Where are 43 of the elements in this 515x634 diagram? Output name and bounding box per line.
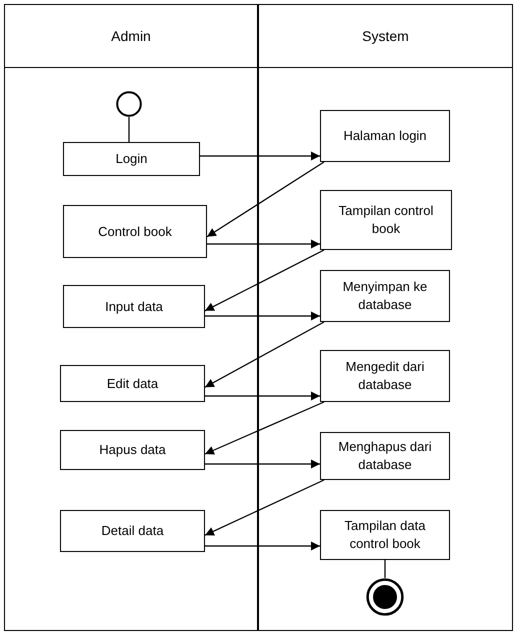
activity-box: [60, 365, 205, 402]
activity-label: Detail data: [101, 522, 164, 540]
activity-label: Login: [116, 150, 148, 168]
activity-box: [320, 510, 450, 560]
arrow: [204, 321, 324, 388]
connector-line: [128, 117, 130, 142]
activity-label: Input data: [105, 298, 163, 316]
activity-box: [320, 110, 450, 162]
activity-box: [63, 285, 205, 328]
arrow: [206, 162, 324, 238]
arrow: [204, 401, 324, 455]
activity-label: Control book: [98, 222, 172, 240]
arrow: [204, 249, 324, 312]
activity-box: [63, 205, 207, 258]
arrow: [205, 460, 320, 468]
arrow: [200, 152, 320, 160]
activity-label: Menghapus dari database: [337, 438, 433, 474]
activity-box: [320, 350, 450, 402]
connector-line: [384, 560, 386, 578]
activity-box: [320, 270, 450, 322]
arrow: [204, 479, 324, 536]
swimlane: [4, 4, 258, 631]
activity-label: Tampilan data control book: [344, 517, 426, 553]
swimlane: [258, 4, 513, 631]
end-bullseye: [366, 578, 404, 616]
activity-label: Tampilan control book: [338, 202, 434, 238]
activity-box: [320, 432, 450, 480]
activity-label: Mengedit dari database: [344, 358, 426, 394]
activity-label: Hapus data: [99, 441, 166, 459]
activity-label: Halaman login: [343, 127, 427, 145]
activity-box: [320, 190, 452, 250]
activity-label: Edit data: [106, 374, 158, 392]
lane-header: Admin: [5, 5, 257, 68]
start-circle: [116, 91, 142, 117]
arrow: [205, 312, 320, 320]
arrow: [205, 542, 320, 550]
activity-label: Menyimpan ke database: [342, 278, 428, 314]
activity-box: [60, 430, 205, 470]
activity-box: [60, 510, 205, 552]
activity-box: [63, 142, 200, 176]
arrow: [207, 240, 320, 248]
arrow: [205, 392, 320, 400]
lane-header: System: [259, 5, 512, 68]
